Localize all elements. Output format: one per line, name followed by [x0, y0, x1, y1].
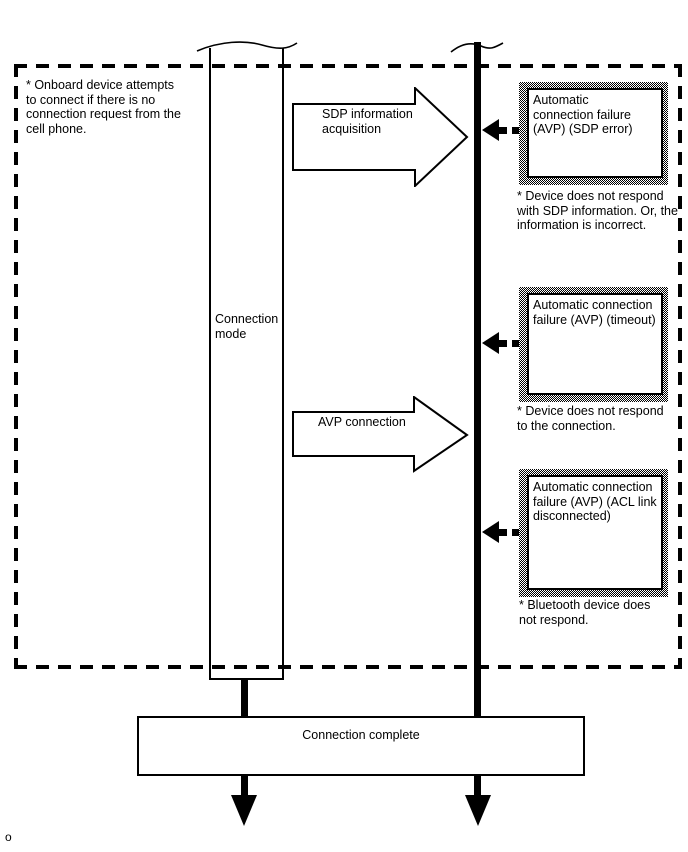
arrow-head-icon [482, 521, 499, 543]
onboard-device-note: * Onboard device attempts to connect if … [26, 78, 181, 136]
retry-region-border-right [678, 64, 682, 669]
sdp-acquisition-arrow [292, 87, 469, 187]
failure-box-acl-disconnected-label: Automatic connection failure (AVP) (ACL … [527, 475, 663, 590]
retry-region-border-top [14, 64, 682, 68]
failure-note-acl-disconnected: * Bluetooth device does not respond. [519, 598, 651, 627]
failure-response-arrow-1 [482, 119, 519, 141]
avp-connection-label: AVP connection [318, 415, 406, 429]
connection-complete-label: Connection complete [302, 728, 420, 742]
onboard-continue-arrow-shaft [241, 775, 248, 798]
device-lifeline [474, 42, 481, 717]
failure-response-arrow-3 [482, 521, 519, 543]
arrow-head-icon [482, 332, 499, 354]
failure-note-sdp-error: * Device does not respond with SDP infor… [517, 189, 678, 232]
break-wave-marks [196, 41, 504, 53]
avp-connection-arrow [292, 396, 469, 473]
device-continue-arrow-head [465, 795, 491, 826]
onboard-continue-arrow-head [231, 795, 257, 826]
failure-box-acl-disconnected: Automatic connection failure (AVP) (ACL … [519, 469, 668, 597]
connection-complete-box: Connection complete [137, 716, 585, 776]
connection-mode-label: Connection mode [215, 312, 279, 341]
page-marker: o [5, 830, 12, 844]
failure-response-arrow-2 [482, 332, 519, 354]
retry-region-border-left [14, 64, 18, 669]
failure-note-timeout: * Device does not respond to the connect… [517, 404, 664, 433]
failure-box-timeout-label: Automatic connection failure (AVP) (time… [527, 293, 663, 395]
sdp-acquisition-label: SDP information acquisition [322, 107, 413, 136]
failure-box-sdp-error: Automatic connection failure (AVP) (SDP … [519, 82, 668, 185]
retry-region-border-bottom [14, 665, 682, 669]
device-continue-arrow-shaft [474, 775, 481, 798]
arrow-dashed-shaft [499, 529, 519, 536]
onboard-connector-line [241, 679, 248, 717]
failure-box-sdp-error-label: Automatic connection failure (AVP) (SDP … [527, 88, 663, 178]
arrow-head-icon [482, 119, 499, 141]
arrow-dashed-shaft [499, 127, 519, 134]
failure-box-timeout: Automatic connection failure (AVP) (time… [519, 287, 668, 402]
arrow-dashed-shaft [499, 340, 519, 347]
connection-mode-bar [209, 48, 284, 680]
